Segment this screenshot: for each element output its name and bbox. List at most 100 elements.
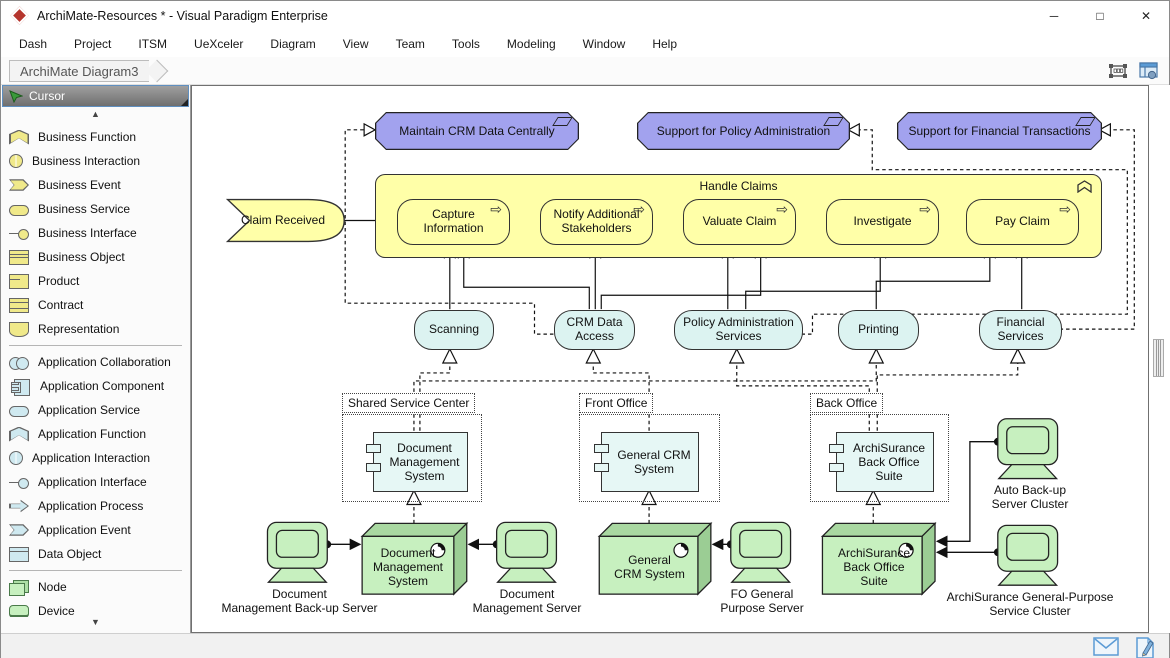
grouping-front-office-body[interactable]	[579, 414, 720, 502]
menu-project[interactable]: Project	[74, 37, 112, 51]
node-3d-side[interactable]	[697, 521, 712, 596]
application-collaboration-icon	[9, 355, 29, 370]
palette-item-contract[interactable]: Contract	[1, 293, 190, 317]
palette-item-label: Application Collaboration	[38, 355, 171, 369]
palette-item-product[interactable]: Product	[1, 269, 190, 293]
palette-scroll-up[interactable]: ▲	[91, 109, 100, 119]
requirement-support-policy-administration[interactable]: Support for Policy Administration	[637, 112, 850, 150]
palette-item-label: Node	[38, 580, 67, 594]
palette-item-representation[interactable]: Representation	[1, 317, 190, 341]
node-3d-top[interactable]	[820, 522, 937, 537]
requirement-icon	[823, 117, 844, 126]
process-pay-claim[interactable]: ⇨ Pay Claim	[966, 199, 1079, 245]
maximize-button[interactable]: □	[1096, 9, 1104, 23]
palette-item-business-function[interactable]: Business Function	[1, 125, 190, 149]
palette-item-business-event[interactable]: Business Event	[1, 173, 190, 197]
palette-header-cursor[interactable]: Cursor	[2, 85, 189, 107]
menu-view[interactable]: View	[342, 37, 369, 51]
connector-crm-serves-valuate	[600, 245, 768, 310]
container-label: Handle Claims	[699, 179, 778, 193]
node-3d-side[interactable]	[453, 521, 468, 596]
requirement-label: Support for Financial Transactions	[908, 124, 1091, 138]
connector-printing-serves-pay	[875, 245, 997, 310]
palette-divider	[9, 345, 182, 346]
palette-item-node[interactable]: Node	[1, 575, 190, 599]
palette-item-business-service[interactable]: Business Service	[1, 197, 190, 221]
service-scanning[interactable]: Scanning	[414, 310, 494, 350]
process-investigate[interactable]: ⇨ Investigate	[826, 199, 939, 245]
grouping-back-office-body[interactable]	[810, 414, 949, 502]
contract-icon	[9, 297, 29, 313]
palette-item-application-interface[interactable]: Application Interface	[1, 470, 190, 494]
palette-item-device[interactable]: Device	[1, 599, 190, 623]
device-dm-server[interactable]	[495, 521, 558, 583]
process-valuate-claim[interactable]: ⇨ Valuate Claim	[683, 199, 796, 245]
palette-item-business-interface[interactable]: Business Interface	[1, 221, 190, 245]
palette-item-business-object[interactable]: Business Object	[1, 245, 190, 269]
palette-scroll-down[interactable]: ▼	[1, 617, 190, 631]
vertical-scrollbar-thumb[interactable]	[1153, 339, 1164, 377]
palette-item-data-object[interactable]: Data Object	[1, 542, 190, 566]
minimize-button[interactable]: ─	[1049, 9, 1059, 23]
fit-to-window-icon[interactable]	[1107, 61, 1129, 81]
device-dm-backup-server[interactable]	[266, 521, 328, 583]
node-3d-side[interactable]	[921, 521, 936, 596]
palette-item-application-service[interactable]: Application Service	[1, 398, 190, 422]
component-tab-icon	[594, 463, 609, 472]
realization-triangle	[363, 122, 377, 137]
business-function-icon	[9, 130, 29, 145]
palette-item-label: Business Event	[38, 178, 121, 192]
connector-crm-data-access-realizes-maintain-crm	[344, 129, 554, 335]
diagram-canvas[interactable]: Maintain CRM Data Centrally Support for …	[191, 85, 1149, 633]
palette-item-label: Application Process	[38, 499, 144, 513]
grouping-front-office-label[interactable]: Front Office	[579, 393, 654, 413]
menu-itsm[interactable]: ITSM	[138, 37, 168, 51]
device-archisurance-gp-service-cluster[interactable]	[997, 524, 1059, 586]
connector-crm-serves-capture	[456, 245, 590, 310]
edit-log-icon[interactable]	[1135, 637, 1155, 658]
requirement-support-financial-transactions[interactable]: Support for Financial Transactions	[897, 112, 1102, 150]
title-bar[interactable]: ArchiMate-Resources * - Visual Paradigm …	[1, 1, 1169, 31]
palette-item-application-event[interactable]: Application Event	[1, 518, 190, 542]
palette-item-application-interaction[interactable]: Application Interaction	[1, 446, 190, 470]
menu-dash[interactable]: Dash	[19, 37, 48, 51]
tab-archimate-diagram3[interactable]: ArchiMate Diagram3	[9, 60, 149, 82]
menu-diagram[interactable]: Diagram	[270, 37, 316, 51]
device-fo-general-purpose-server[interactable]	[730, 521, 792, 583]
menu-team[interactable]: Team	[395, 37, 425, 51]
palette-item-application-component[interactable]: Application Component	[1, 374, 190, 398]
requirement-maintain-crm-data-centrally[interactable]: Maintain CRM Data Centrally	[375, 112, 579, 150]
palette-item-label: Business Service	[38, 202, 131, 216]
device-auto-backup-server-cluster[interactable]	[997, 418, 1059, 480]
node-3d-top[interactable]	[360, 522, 469, 537]
palette-item-business-interaction[interactable]: Business Interaction	[1, 149, 190, 173]
close-button[interactable]: ✕	[1140, 9, 1152, 23]
business-event-claim-received-shape[interactable]	[225, 198, 345, 243]
palette-divider	[9, 570, 182, 571]
node-3d-top[interactable]	[597, 522, 713, 537]
grouping-back-office-label[interactable]: Back Office	[810, 393, 884, 413]
menu-window[interactable]: Window	[582, 37, 626, 51]
palette-item-application-process[interactable]: Application Process	[1, 494, 190, 518]
layout-window-icon[interactable]	[1137, 61, 1159, 81]
message-pane-icon[interactable]	[1093, 637, 1119, 658]
grouping-shared-service-center-label[interactable]: Shared Service Center	[342, 393, 476, 413]
palette-item-label: Application Service	[38, 403, 141, 417]
grouping-shared-service-center-body[interactable]	[342, 414, 482, 502]
menu-tools[interactable]: Tools	[451, 37, 480, 51]
menu-modeling[interactable]: Modeling	[506, 37, 556, 51]
palette-item-application-function[interactable]: Application Function	[1, 422, 190, 446]
service-printing[interactable]: Printing	[838, 310, 919, 350]
menu-help[interactable]: Help	[652, 37, 677, 51]
menu-uexceler[interactable]: UeXceler	[194, 37, 244, 51]
palette-item-application-collaboration[interactable]: Application Collaboration	[1, 350, 190, 374]
